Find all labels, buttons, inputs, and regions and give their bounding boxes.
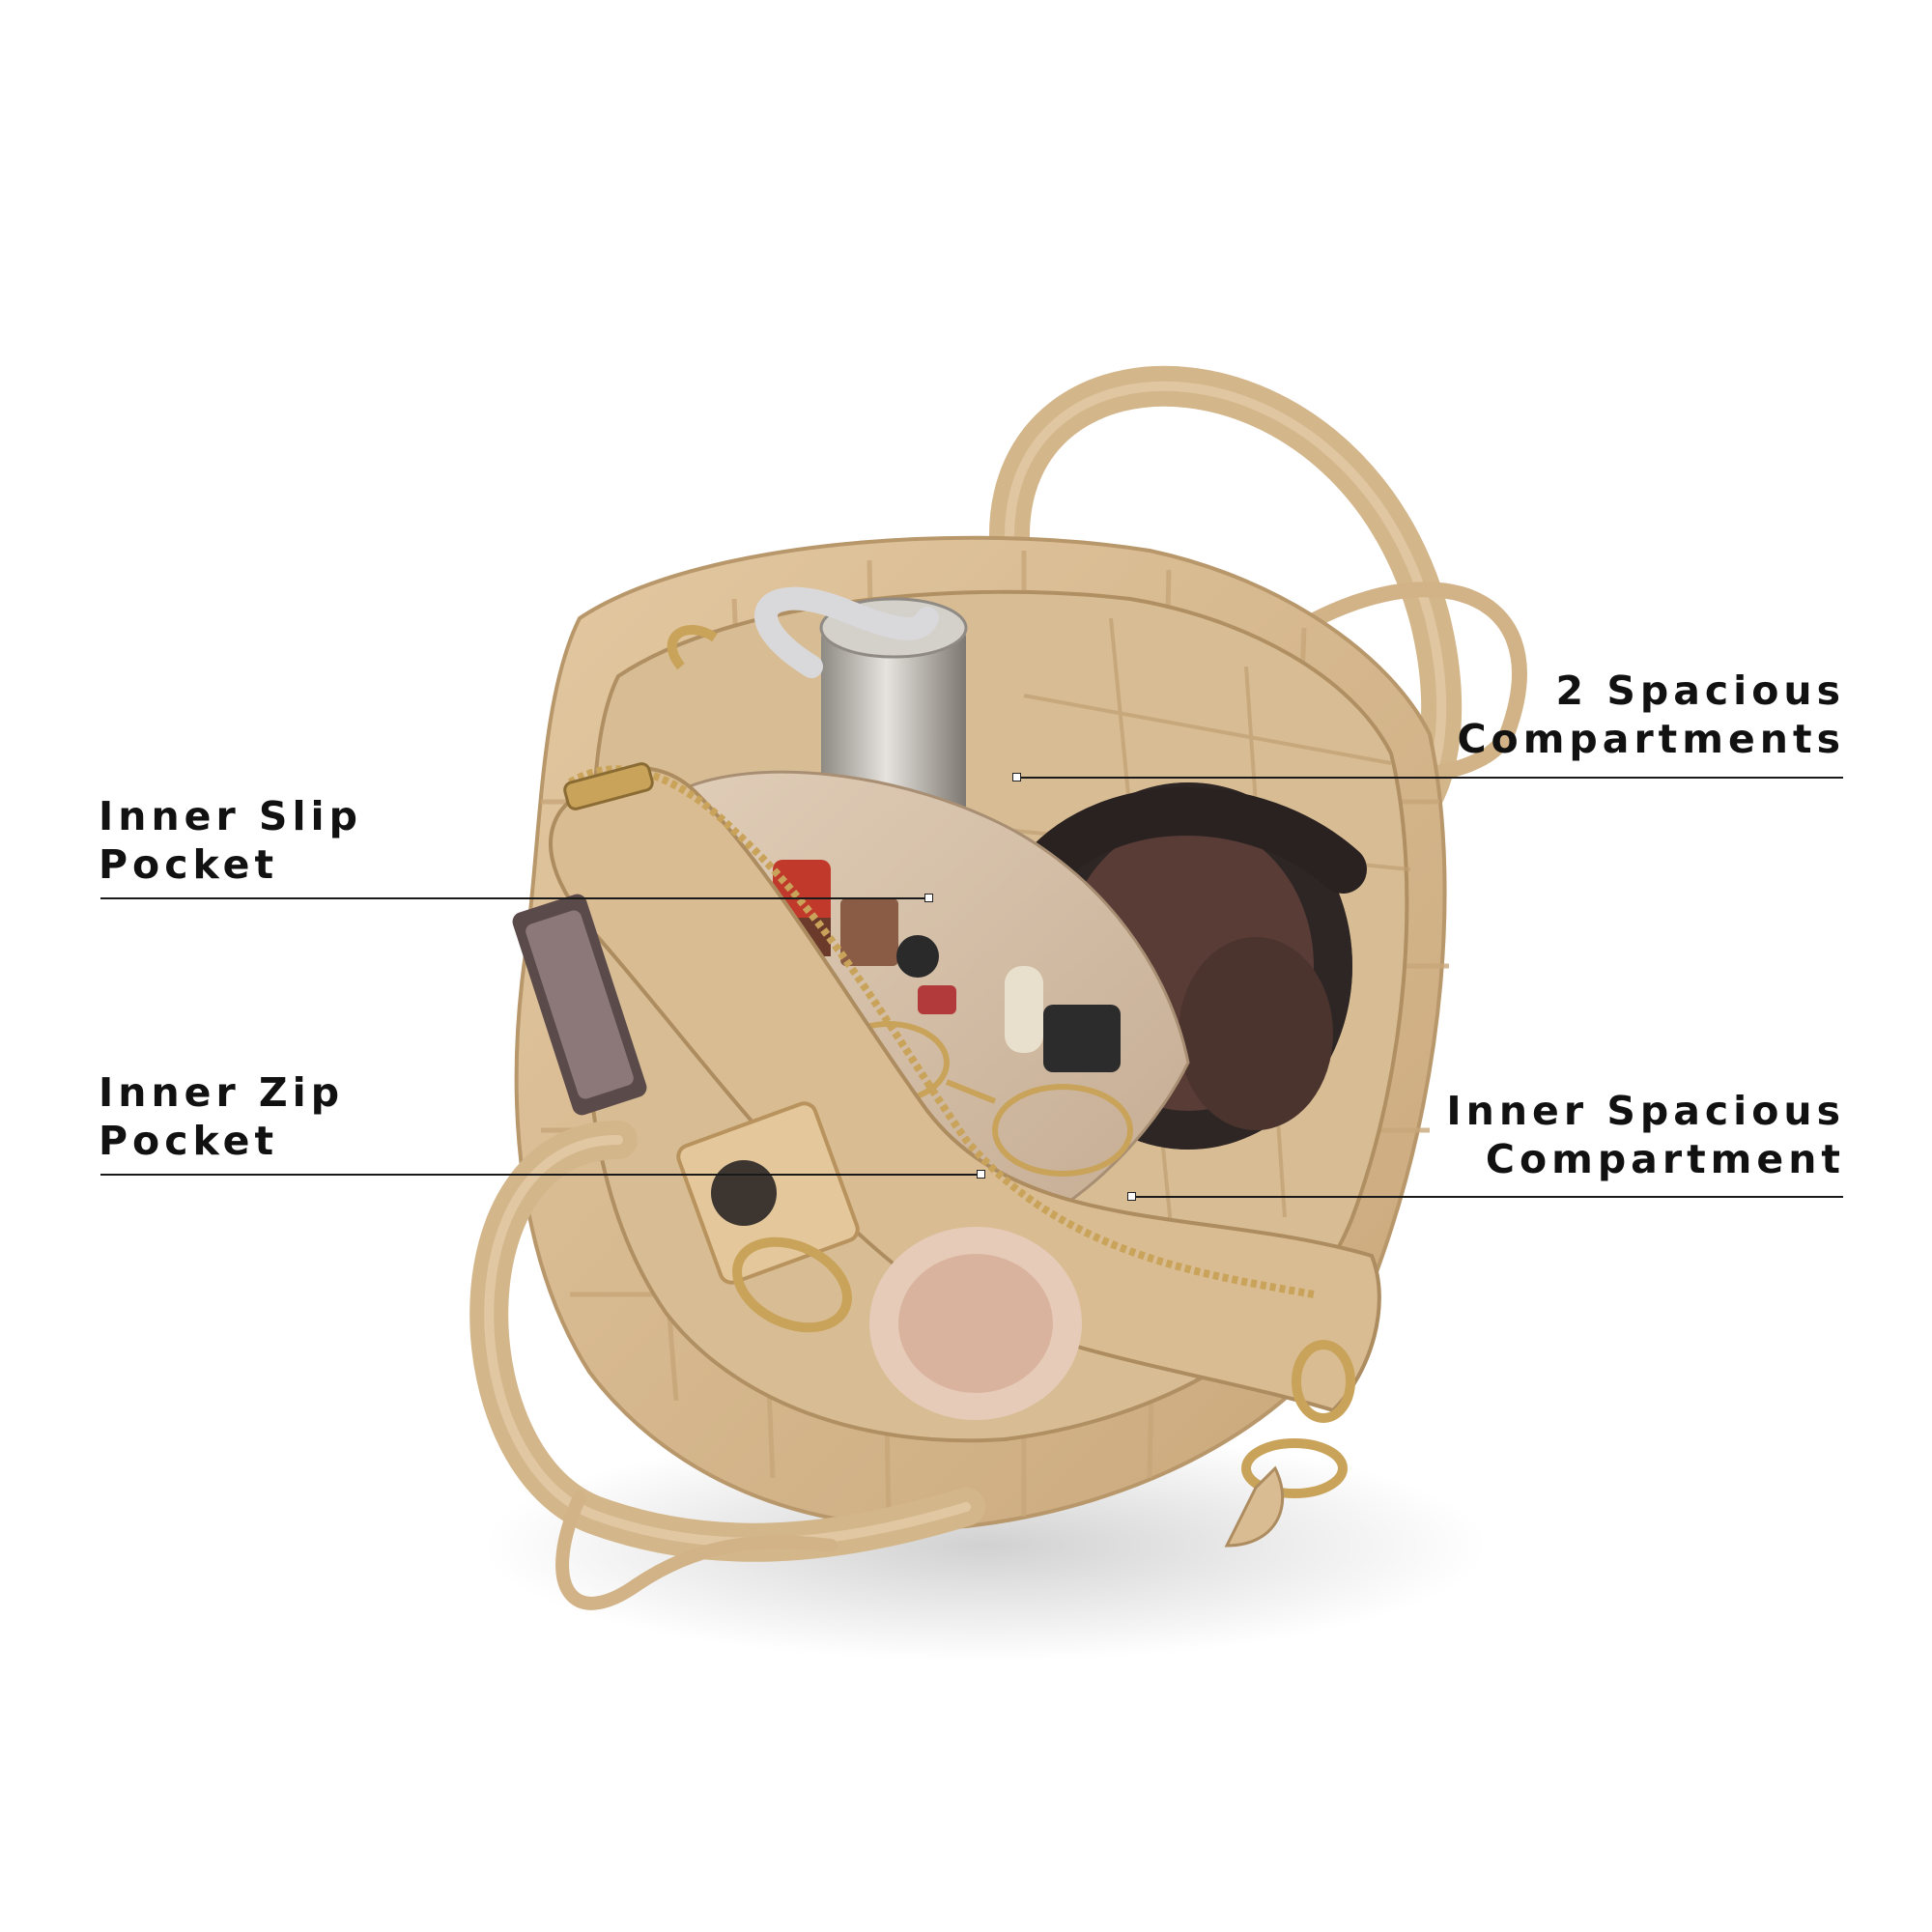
hanging-tag [1224, 1465, 1285, 1548]
callout-inner-spacious-compartment: Inner Spacious Compartment [1446, 1087, 1845, 1183]
gold-hardware [667, 624, 1355, 1498]
cosmetics [773, 860, 1121, 1072]
callout-inner-slip-pocket: Inner Slip Pocket [99, 792, 362, 889]
compact-mirror [512, 894, 647, 1116]
leader-dot-two-spacious [1012, 773, 1021, 781]
callout-inner-slip-line2: Pocket [99, 841, 279, 888]
callout-inner-zip-line2: Pocket [99, 1118, 279, 1164]
lower-strap [555, 1491, 838, 1610]
callout-inner-zip-line1: Inner Zip [99, 1069, 345, 1116]
callout-inner-spacious-line1: Inner Spacious [1446, 1088, 1845, 1134]
callout-two-spacious-line1: 2 Spacious [1555, 668, 1845, 714]
callout-inner-spacious-line2: Compartment [1485, 1136, 1845, 1182]
leader-line-inner-zip [100, 1174, 981, 1176]
leader-dot-inner-spacious [1127, 1192, 1136, 1201]
callout-two-spacious-line2: Compartments [1457, 716, 1845, 762]
leader-line-inner-slip [100, 897, 929, 899]
leader-dot-inner-slip [924, 894, 933, 902]
slip-pouch [549, 766, 1381, 1413]
leader-line-two-spacious [1014, 777, 1843, 779]
leader-dot-inner-zip [977, 1170, 985, 1179]
powder-jar [869, 1227, 1082, 1420]
callout-two-spacious-compartments: 2 Spacious Compartments [1457, 667, 1845, 763]
callout-inner-slip-line1: Inner Slip [99, 793, 362, 839]
callout-inner-zip-pocket: Inner Zip Pocket [99, 1068, 344, 1165]
zipper-pull [563, 762, 654, 810]
leader-line-inner-spacious [1130, 1196, 1843, 1198]
perfume-bottle [676, 1101, 860, 1285]
